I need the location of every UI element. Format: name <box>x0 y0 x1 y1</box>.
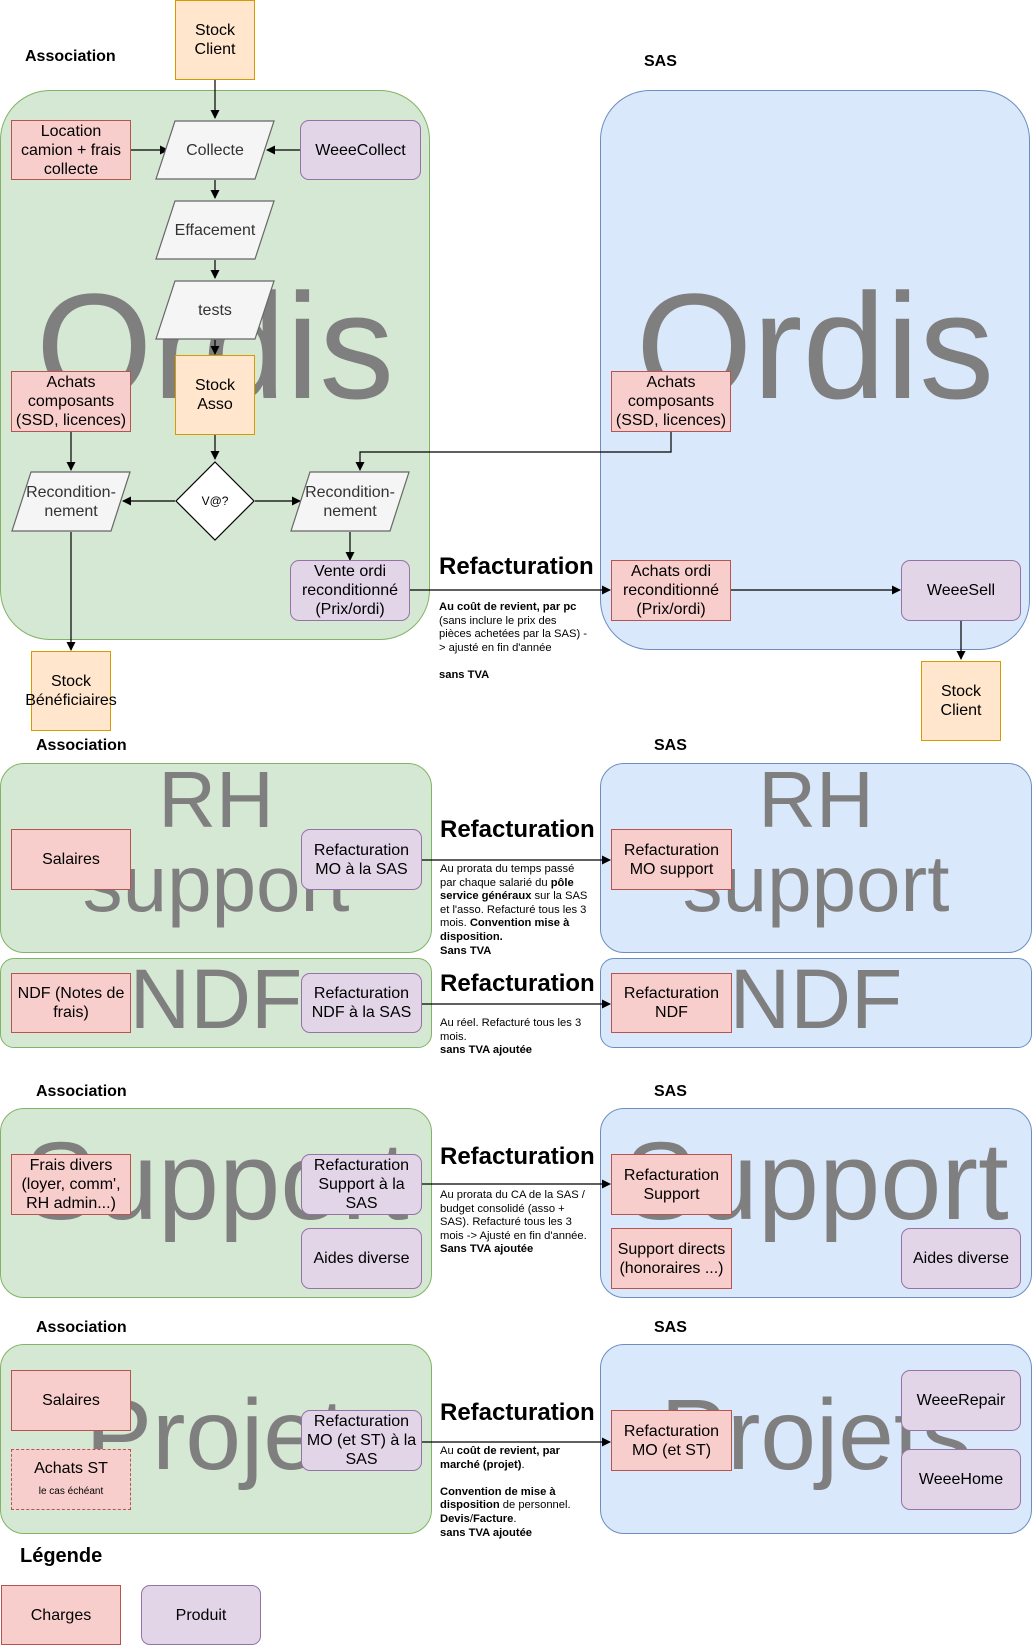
refac-mo-st-sas-box[interactable]: Refacturation MO (et ST) <box>611 1410 732 1471</box>
refacturation-title-rh: Refacturation <box>440 816 595 843</box>
aides-diverse-asso-box[interactable]: Aides diverse <box>301 1228 422 1289</box>
sas-header-2: SAS <box>654 737 687 754</box>
refac-mo-st-asso-box[interactable]: Refacturation MO (et ST) à la SAS <box>301 1410 422 1471</box>
vente-ordi-box[interactable]: Vente ordi reconditionné (Prix/ordi) <box>290 560 410 621</box>
reconditionnement-right[interactable]: Recondition-nement <box>290 471 410 532</box>
sas-header-1: SAS <box>644 53 677 70</box>
refacturation-title-support: Refacturation <box>440 1143 595 1170</box>
recond-left-label: Recondition-nement <box>26 483 116 520</box>
weeecollect-box[interactable]: WeeeCollect <box>300 120 421 180</box>
location-camion-box[interactable]: Location camion + frais collecte <box>11 120 131 180</box>
refac-ndf-sas-box[interactable]: Refacturation NDF <box>611 973 732 1033</box>
sas-header-4: SAS <box>654 1319 687 1336</box>
weeehome-box[interactable]: WeeeHome <box>901 1449 1021 1510</box>
collecte-process[interactable]: Collecte <box>155 120 275 180</box>
weeerepair-box[interactable]: WeeeRepair <box>901 1370 1021 1431</box>
stock-asso-box[interactable]: Stock Asso <box>175 355 255 435</box>
collecte-shape <box>155 120 275 180</box>
reconditionnement-left[interactable]: Recondition-nement <box>11 471 131 532</box>
refacturation-title-ndf: Refacturation <box>440 970 595 997</box>
refacturation-note-rh: Au prorata du temps passé par chaque sal… <box>440 863 588 957</box>
refacturation-note-projet: Au coût de revient, par marché (projet).… <box>440 1445 571 1539</box>
tests-process[interactable]: tests <box>155 280 275 340</box>
recond-right-label: Recondition-nement <box>305 483 395 520</box>
refac-mo-asso-box[interactable]: Refacturation MO à la SAS <box>301 829 422 890</box>
association-header-1: Association <box>25 48 116 65</box>
ndf-asso-box[interactable]: NDF (Notes de frais) <box>11 973 131 1033</box>
achats-composants-sas[interactable]: Achats composants (SSD, licences) <box>611 371 731 432</box>
stock-client-sas[interactable]: Stock Client <box>921 661 1001 741</box>
tests-label: tests <box>198 301 232 319</box>
recond-right-shape <box>290 471 410 532</box>
achats-st-box[interactable]: Achats ST le cas échéant <box>11 1449 131 1510</box>
recond-left-shape <box>11 471 131 532</box>
legend-title: Légende <box>20 1545 103 1567</box>
effacement-process[interactable]: Effacement <box>155 200 275 260</box>
refac-support-sas-box[interactable]: Refacturation Support <box>611 1154 732 1215</box>
stock-beneficiaires-box[interactable]: Stock Bénéficiaires <box>25 651 117 731</box>
refac-ndf-asso-box[interactable]: Refacturation NDF à la SAS <box>301 973 422 1033</box>
achats-composants-asso[interactable]: Achats composants (SSD, licences) <box>11 371 131 432</box>
tests-shape <box>155 280 275 340</box>
decision-node[interactable]: V@? <box>175 461 255 541</box>
refacturation-title-ordis: Refacturation <box>439 553 594 580</box>
effacement-shape <box>155 200 275 260</box>
association-header-2: Association <box>36 737 127 754</box>
refac-support-asso-box[interactable]: Refacturation Support à la SAS <box>301 1154 422 1215</box>
association-header-3: Association <box>36 1083 127 1100</box>
legend-charges: Charges <box>1 1585 121 1645</box>
refacturation-note-ndf: Au réel. Refacturé tous les 3 mois.sans … <box>440 1017 582 1057</box>
effacement-label: Effacement <box>174 221 256 239</box>
refacturation-note-support: Au prorata du CA de la SAS / budget cons… <box>440 1189 587 1256</box>
achats-st-label: Achats ST <box>34 1459 108 1477</box>
decision-shape <box>175 461 255 541</box>
stock-client-top[interactable]: Stock Client <box>175 0 255 80</box>
association-header-4: Association <box>36 1319 127 1336</box>
decision-label: V@? <box>201 493 229 508</box>
support-directs-box[interactable]: Support directs (honoraires ...) <box>611 1228 732 1289</box>
frais-divers-box[interactable]: Frais divers (loyer, comm', RH admin...) <box>11 1154 131 1215</box>
sas-header-3: SAS <box>654 1083 687 1100</box>
edge-achatssas-recondright <box>355 432 672 471</box>
refac-mo-support-sas-box[interactable]: Refacturation MO support <box>611 829 732 890</box>
achats-st-sublabel: le cas échéant <box>38 1485 104 1497</box>
achats-ordi-sas[interactable]: Achats ordi reconditionné (Prix/ordi) <box>611 560 731 621</box>
legend-produit: Produit <box>141 1585 261 1645</box>
refacturation-title-projet: Refacturation <box>440 1399 595 1426</box>
salaires-projet-box[interactable]: Salaires <box>11 1370 131 1431</box>
collecte-label: Collecte <box>186 141 244 159</box>
weeesell-box[interactable]: WeeeSell <box>901 560 1021 621</box>
aides-diverse-sas-box[interactable]: Aides diverse <box>901 1228 1021 1289</box>
salaires-rh-box[interactable]: Salaires <box>11 829 131 890</box>
refacturation-note-ordis: Au coût de revient, par pc (sans inclure… <box>439 601 587 681</box>
